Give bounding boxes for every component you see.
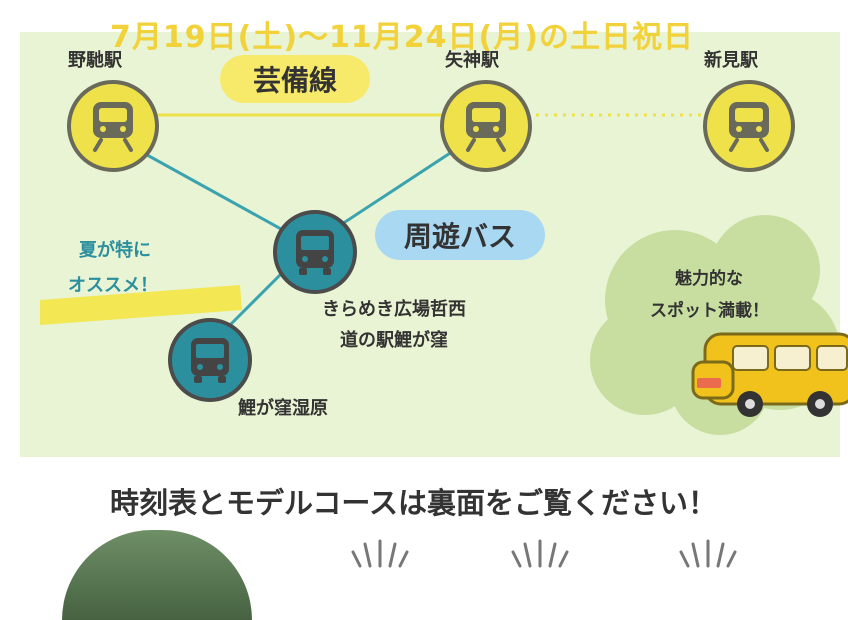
yagami-station-node xyxy=(440,80,532,172)
summer-callout-line1: 夏が特に xyxy=(79,240,151,261)
nouchi-station-label: 野馳駅 xyxy=(68,50,122,71)
koigakubo-marsh-label: 鯉が窪湿原 xyxy=(238,398,328,419)
niimi-station-node xyxy=(703,80,795,172)
summer-highlight-stroke xyxy=(40,285,242,325)
summer-callout-line2: オススメ！ xyxy=(68,275,158,296)
sparkle-icon xyxy=(679,539,737,568)
sparkle-icon xyxy=(351,539,409,568)
nouchi-station-node xyxy=(67,80,159,172)
bus-icon xyxy=(191,338,229,383)
train-icon xyxy=(729,102,769,152)
cloud-text-line2: スポット満載！ xyxy=(650,301,769,321)
yagami-station-label: 矢神駅 xyxy=(445,50,499,71)
kirameki-stop-label-line1: きらめき広場哲西 xyxy=(322,299,466,320)
sparkle-icon xyxy=(511,539,569,568)
koigakubo-bus-stop-node xyxy=(168,318,252,402)
school-bus-illustration xyxy=(691,332,848,417)
train-icon xyxy=(466,102,506,152)
geibi-line-label: 芸備線 xyxy=(220,55,370,103)
niimi-station-label: 新見駅 xyxy=(704,50,758,71)
date-banner: 7月19日(土)～11月24日(月)の土日祝日 xyxy=(110,20,694,55)
bus-route-label: 周遊バス xyxy=(375,210,545,260)
kirameki-stop-label-line2: 道の駅鯉が窪 xyxy=(340,330,448,351)
train-icon xyxy=(93,102,133,152)
footer-heading: 時刻表とモデルコースは裏面をご覧ください！ xyxy=(110,486,717,520)
bus-icon xyxy=(296,230,334,275)
cloud-text-line1: 魅力的な xyxy=(675,269,743,289)
kirameki-bus-stop-node xyxy=(273,210,357,294)
